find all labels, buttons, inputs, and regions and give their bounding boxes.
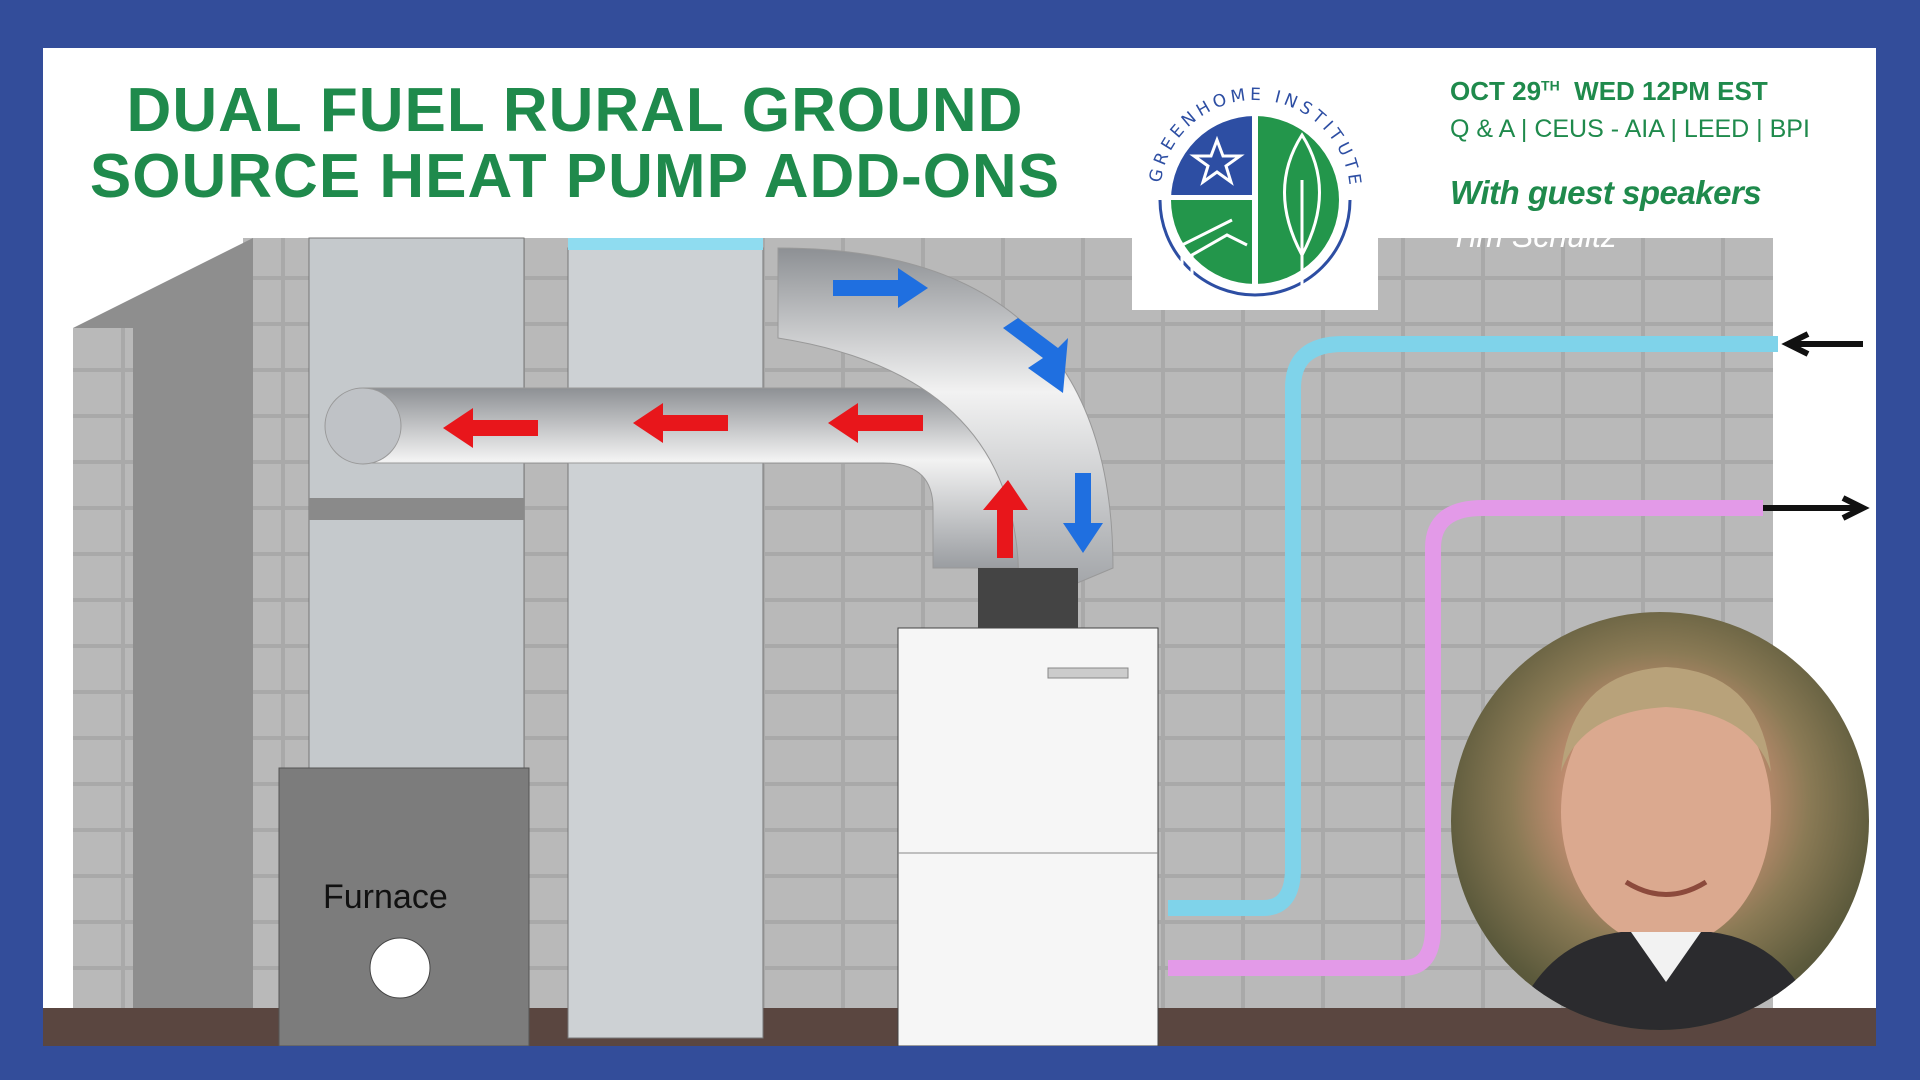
title-line-1: DUAL FUEL RURAL GROUND [126,76,1024,145]
furnace-label: Furnace [323,878,448,916]
cold-loop-pipe [1168,336,1778,916]
warm-loop-pipe [1168,500,1763,976]
guest-speakers-label: With guest speakers [1450,174,1762,211]
event-date: OCT 29TH WED 12PM EST [1450,76,1810,107]
event-info: OCT 29TH WED 12PM EST Q & A | CEUS - AIA… [1450,76,1810,255]
airflow-blue-arrows-icon [833,268,1103,553]
airflow-red-arrows-icon [443,403,1028,558]
greenhome-institute-logo: GREENHOME INSTITUTE [1132,70,1378,310]
heat-pump-unit [897,627,1159,1046]
page-title: DUAL FUEL RURAL GROUND SOURCE HEAT PUMP … [55,78,1095,210]
inflow-arrow-icon [1781,331,1863,357]
furnace [278,767,530,1046]
event-credits: Q & A | CEUS - AIA | LEED | BPI [1450,115,1810,143]
date-day: OCT 29 [1450,76,1542,106]
speaker-photo [1451,612,1869,1030]
banner: Furnace DUAL FUEL RURAL GROUND SOURCE HE… [43,48,1876,1046]
speaker-name: Tim Schultz [1450,218,1617,254]
date-suffix: TH [1541,77,1560,94]
heat-pump-illustration [43,237,1876,1046]
date-time: WED 12PM EST [1574,76,1768,106]
title-line-2: SOURCE HEAT PUMP ADD-ONS [89,142,1061,211]
outflow-arrow-icon [1763,495,1870,521]
return-duct [567,247,764,1039]
furnace-port [369,937,431,999]
